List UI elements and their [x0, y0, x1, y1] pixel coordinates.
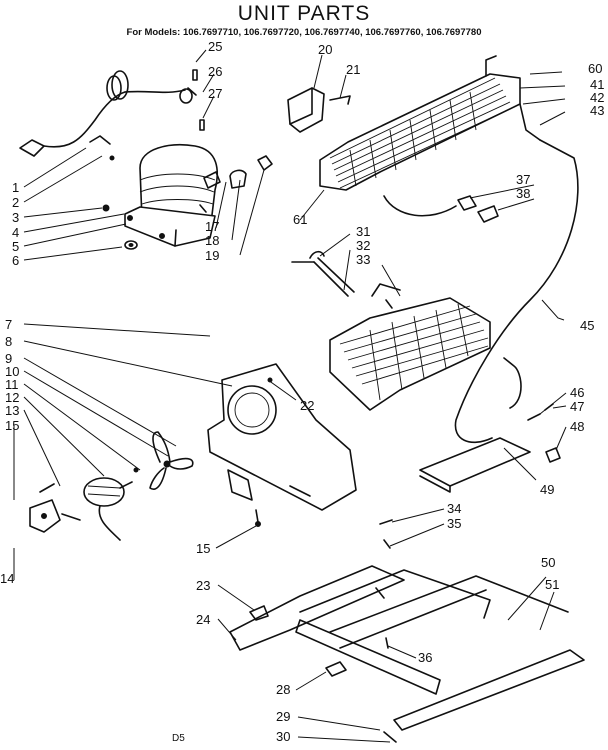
callout-30: 30: [276, 729, 290, 744]
callout-14: 14: [0, 571, 14, 586]
callout-2: 2: [12, 195, 19, 210]
callout-60: 60: [588, 61, 602, 76]
condenser: [319, 55, 541, 191]
callout-35: 35: [447, 516, 461, 531]
fan-motor: [83, 467, 139, 541]
callout-45: 45: [580, 318, 594, 333]
callout-33: 33: [356, 252, 370, 267]
callout-18: 18: [205, 233, 219, 248]
compressor: [124, 144, 218, 247]
motor-bracket: [29, 483, 81, 533]
callout-61: 61: [293, 212, 307, 227]
callout-19: 19: [205, 248, 219, 263]
callout-47: 47: [570, 399, 584, 414]
overload-protector: [229, 155, 273, 189]
callout-28: 28: [276, 682, 290, 697]
callout-11: 11: [5, 377, 19, 392]
models-subtitle: For Models: 106.7697710, 106.7697720, 10…: [126, 27, 482, 38]
callout-50: 50: [541, 555, 555, 570]
callout-46: 46: [570, 385, 584, 400]
grommet: [124, 240, 138, 250]
callout-26: 26: [208, 64, 222, 79]
callout-51: 51: [545, 577, 559, 592]
heat-exchange-tube: [454, 139, 579, 444]
callout-31: 31: [356, 224, 370, 239]
relay-clip: [89, 135, 115, 161]
callout-48: 48: [570, 419, 584, 434]
callout-3: 3: [12, 210, 19, 225]
base-frame: [229, 565, 585, 743]
callout-43: 43: [590, 103, 604, 118]
fan-blade: [149, 431, 194, 490]
page-title: UNIT PARTS: [237, 2, 371, 25]
power-cord: [19, 70, 186, 157]
callout-7: 7: [5, 317, 12, 332]
callout-25: 25: [208, 39, 222, 54]
callout-23: 23: [196, 578, 210, 593]
callout-37: 37: [516, 172, 530, 187]
callout-4: 4: [12, 225, 19, 240]
callout-17: 17: [205, 219, 219, 234]
callout-15-left: 15: [5, 418, 19, 433]
callout-27: 27: [208, 86, 222, 101]
callout-41: 41: [590, 77, 604, 92]
callout-6: 6: [12, 253, 19, 268]
callout-22: 22: [300, 398, 314, 413]
callout-9: 9: [5, 351, 12, 366]
drier: [291, 250, 355, 297]
callout-10: 10: [5, 364, 19, 379]
callout-49: 49: [540, 482, 554, 497]
condenser-clip: [383, 195, 499, 223]
callout-34: 34: [447, 501, 461, 516]
callout-42: 42: [590, 90, 604, 105]
fan-shroud: [207, 363, 357, 527]
evaporator: [329, 283, 491, 411]
leader-lines: [13, 49, 567, 743]
callout-5: 5: [12, 239, 19, 254]
callout-20: 20: [318, 42, 332, 57]
callout-12: 12: [5, 390, 19, 405]
callout-1: 1: [12, 180, 19, 195]
callout-36: 36: [418, 650, 432, 665]
condenser-shroud: [287, 87, 351, 133]
callout-15-shroud: 15: [196, 541, 210, 556]
callout-38: 38: [516, 186, 530, 201]
callout-21: 21: [346, 62, 360, 77]
terminal-screws: [102, 69, 221, 213]
drain-pan: [419, 437, 531, 493]
callout-8: 8: [5, 334, 12, 349]
callout-24: 24: [196, 612, 210, 627]
callout-13: 13: [5, 403, 19, 418]
callout-29: 29: [276, 709, 290, 724]
callout-32: 32: [356, 238, 370, 253]
footer-code: D5: [172, 733, 185, 744]
callouts: 1 2 3 4 5 6 7 8 9 10 11 12 13 14 15 15 1…: [0, 39, 604, 744]
